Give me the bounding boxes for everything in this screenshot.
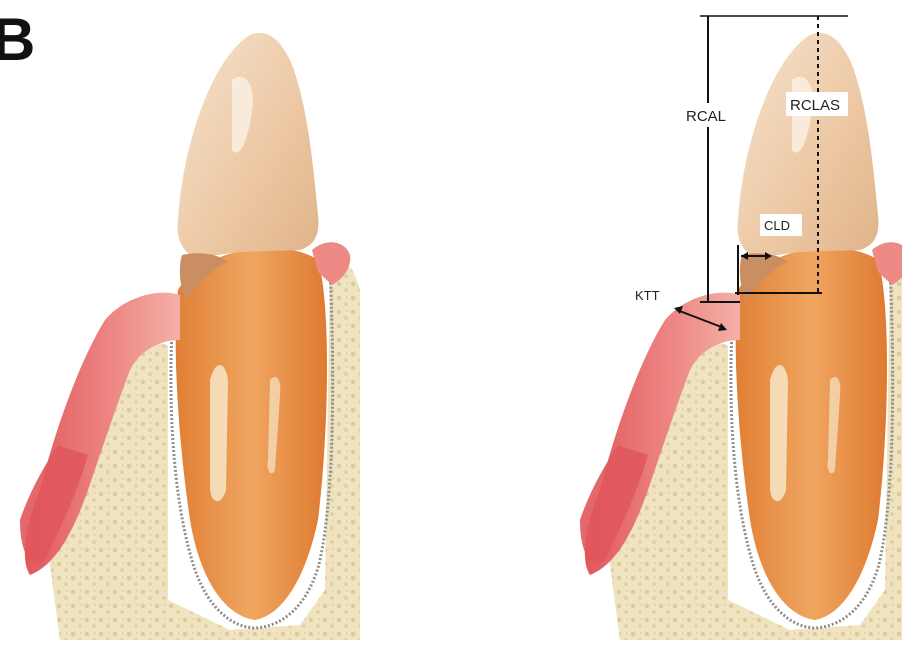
rclas-label: RCLAS <box>790 97 840 114</box>
tooth-illustration-left <box>20 33 360 640</box>
ktt-label: KTT <box>635 288 660 303</box>
cld-label: CLD <box>764 218 790 233</box>
tooth-illustration-right <box>580 33 902 640</box>
rcal-label: RCAL <box>686 108 726 125</box>
panel-label: B <box>0 6 35 73</box>
